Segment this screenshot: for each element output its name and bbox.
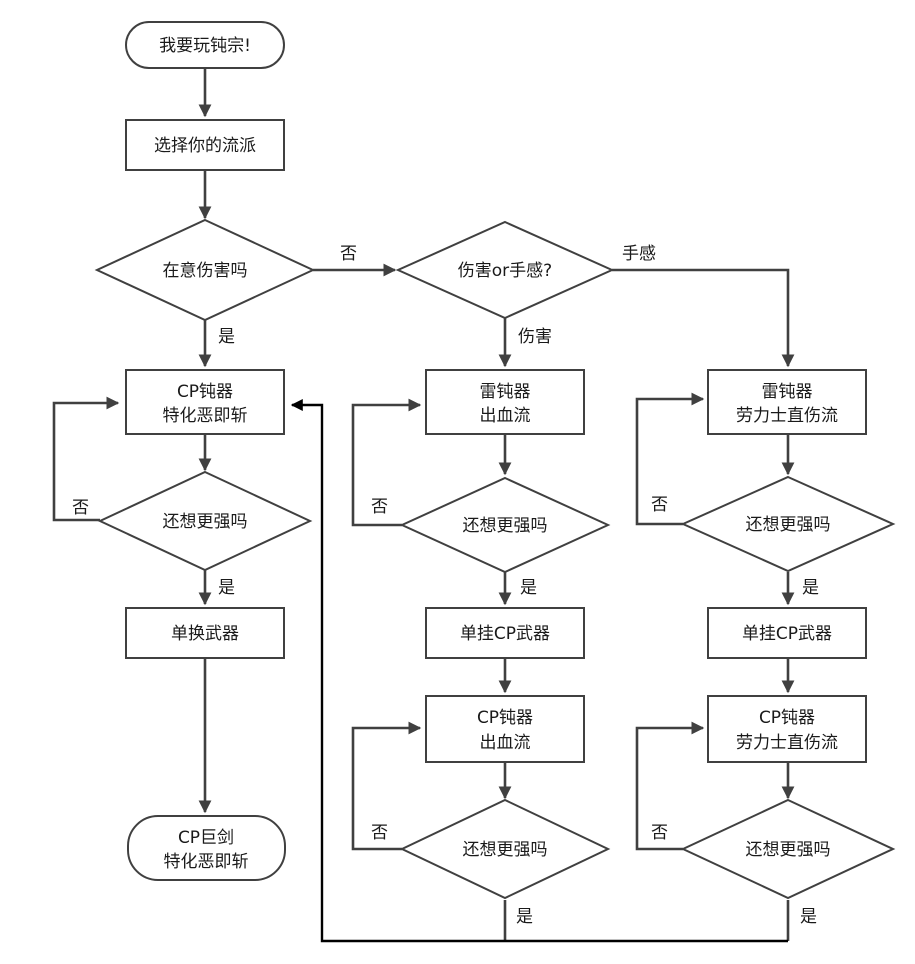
edge-label-stronger5-yes: 是: [800, 907, 817, 927]
want-stronger-1-decision: [97, 470, 313, 572]
cp-hammer-label-2: 特化恶即斩: [163, 406, 248, 426]
cp-greatsword-label-1: CP巨剑: [178, 828, 234, 848]
edge-label-stronger4-yes: 是: [802, 578, 819, 598]
edge-label-stronger5-no: 否: [651, 823, 668, 843]
edge-label-care-no: 否: [340, 244, 357, 264]
cp-bleed-box: [425, 695, 585, 763]
start-label: 我要玩钝宗!: [159, 36, 251, 56]
edge-label-care-yes: 是: [218, 327, 235, 347]
want-stronger-2-decision: [399, 476, 611, 574]
thunder-rolex-box: [707, 369, 867, 435]
choose-label: 选择你的流派: [154, 136, 256, 156]
cp-rolex-label-1: CP钝器: [759, 708, 815, 728]
single-cp-weapon-3-box: [707, 607, 867, 659]
edge-stronger1-no: [52, 396, 120, 522]
edge-stronger4-no: [635, 392, 705, 526]
thunder-rolex-label-2: 劳力士直伤流: [736, 406, 838, 426]
edge-label-stronger4-no: 否: [651, 495, 668, 515]
want-stronger-3-label: 还想更强吗: [463, 840, 548, 860]
edge-label-feel: 手感: [622, 244, 656, 264]
care-damage-decision: [94, 218, 316, 322]
edge-label-stronger1-no: 否: [72, 498, 89, 518]
edge-stronger5-no: [635, 721, 705, 851]
cp-greatsword-terminal: [127, 815, 286, 881]
thunder-bleed-box: [425, 369, 585, 435]
edge-return-cp-hammer: [290, 399, 788, 943]
single-cp-weapon-2-label: 单挂CP武器: [460, 624, 550, 644]
cp-rolex-box: [707, 695, 867, 763]
cp-bleed-label-2: 出血流: [480, 733, 531, 753]
cp-hammer-box: [125, 369, 285, 435]
want-stronger-5-decision: [680, 798, 896, 900]
edge-stronger3-no: [351, 721, 422, 851]
damage-or-feel-label: 伤害or手感?: [458, 261, 552, 281]
single-cp-weapon-3-label: 单挂CP武器: [742, 624, 832, 644]
edges: [52, 68, 795, 943]
edge-label-stronger1-yes: 是: [218, 578, 235, 598]
cp-rolex-label-2: 劳力士直伤流: [736, 733, 838, 753]
start-terminal: [125, 21, 285, 69]
nodes: 我要玩钝宗! 选择你的流派 在意伤害吗 CP钝器 特化恶即斩 还想更强吗 单换武…: [94, 21, 896, 900]
edge-stronger2-no: [351, 398, 422, 527]
want-stronger-4-label: 还想更强吗: [746, 515, 831, 535]
choose-box: [125, 119, 285, 171]
cp-bleed-label-1: CP钝器: [477, 708, 533, 728]
switch-weapon-box: [125, 607, 285, 659]
want-stronger-3-decision: [399, 798, 611, 900]
edge-label-stronger2-no: 否: [371, 497, 388, 517]
want-stronger-5-label: 还想更强吗: [746, 840, 831, 860]
edge-labels: 否 是 手感 伤害 否 是 否 是 否 是 否 是 否 是: [72, 244, 819, 927]
damage-or-feel-decision: [395, 220, 615, 320]
want-stronger-2-label: 还想更强吗: [463, 516, 548, 536]
cp-hammer-label-1: CP钝器: [177, 382, 233, 402]
switch-weapon-label: 单换武器: [171, 624, 239, 644]
thunder-bleed-label-1: 雷钝器: [480, 382, 531, 402]
edge-label-stronger3-no: 否: [371, 823, 388, 843]
care-damage-label: 在意伤害吗: [163, 261, 248, 281]
single-cp-weapon-2-box: [425, 607, 585, 659]
thunder-rolex-label-1: 雷钝器: [762, 382, 813, 402]
edge-label-stronger2-yes: 是: [520, 578, 537, 598]
want-stronger-4-decision: [680, 475, 896, 573]
edge-label-damage: 伤害: [518, 327, 552, 347]
edge-label-stronger3-yes: 是: [516, 907, 533, 927]
want-stronger-1-label: 还想更强吗: [163, 512, 248, 532]
cp-greatsword-label-2: 特化恶即斩: [164, 852, 249, 872]
edge-feel: [612, 268, 795, 368]
thunder-bleed-label-2: 出血流: [480, 406, 531, 426]
